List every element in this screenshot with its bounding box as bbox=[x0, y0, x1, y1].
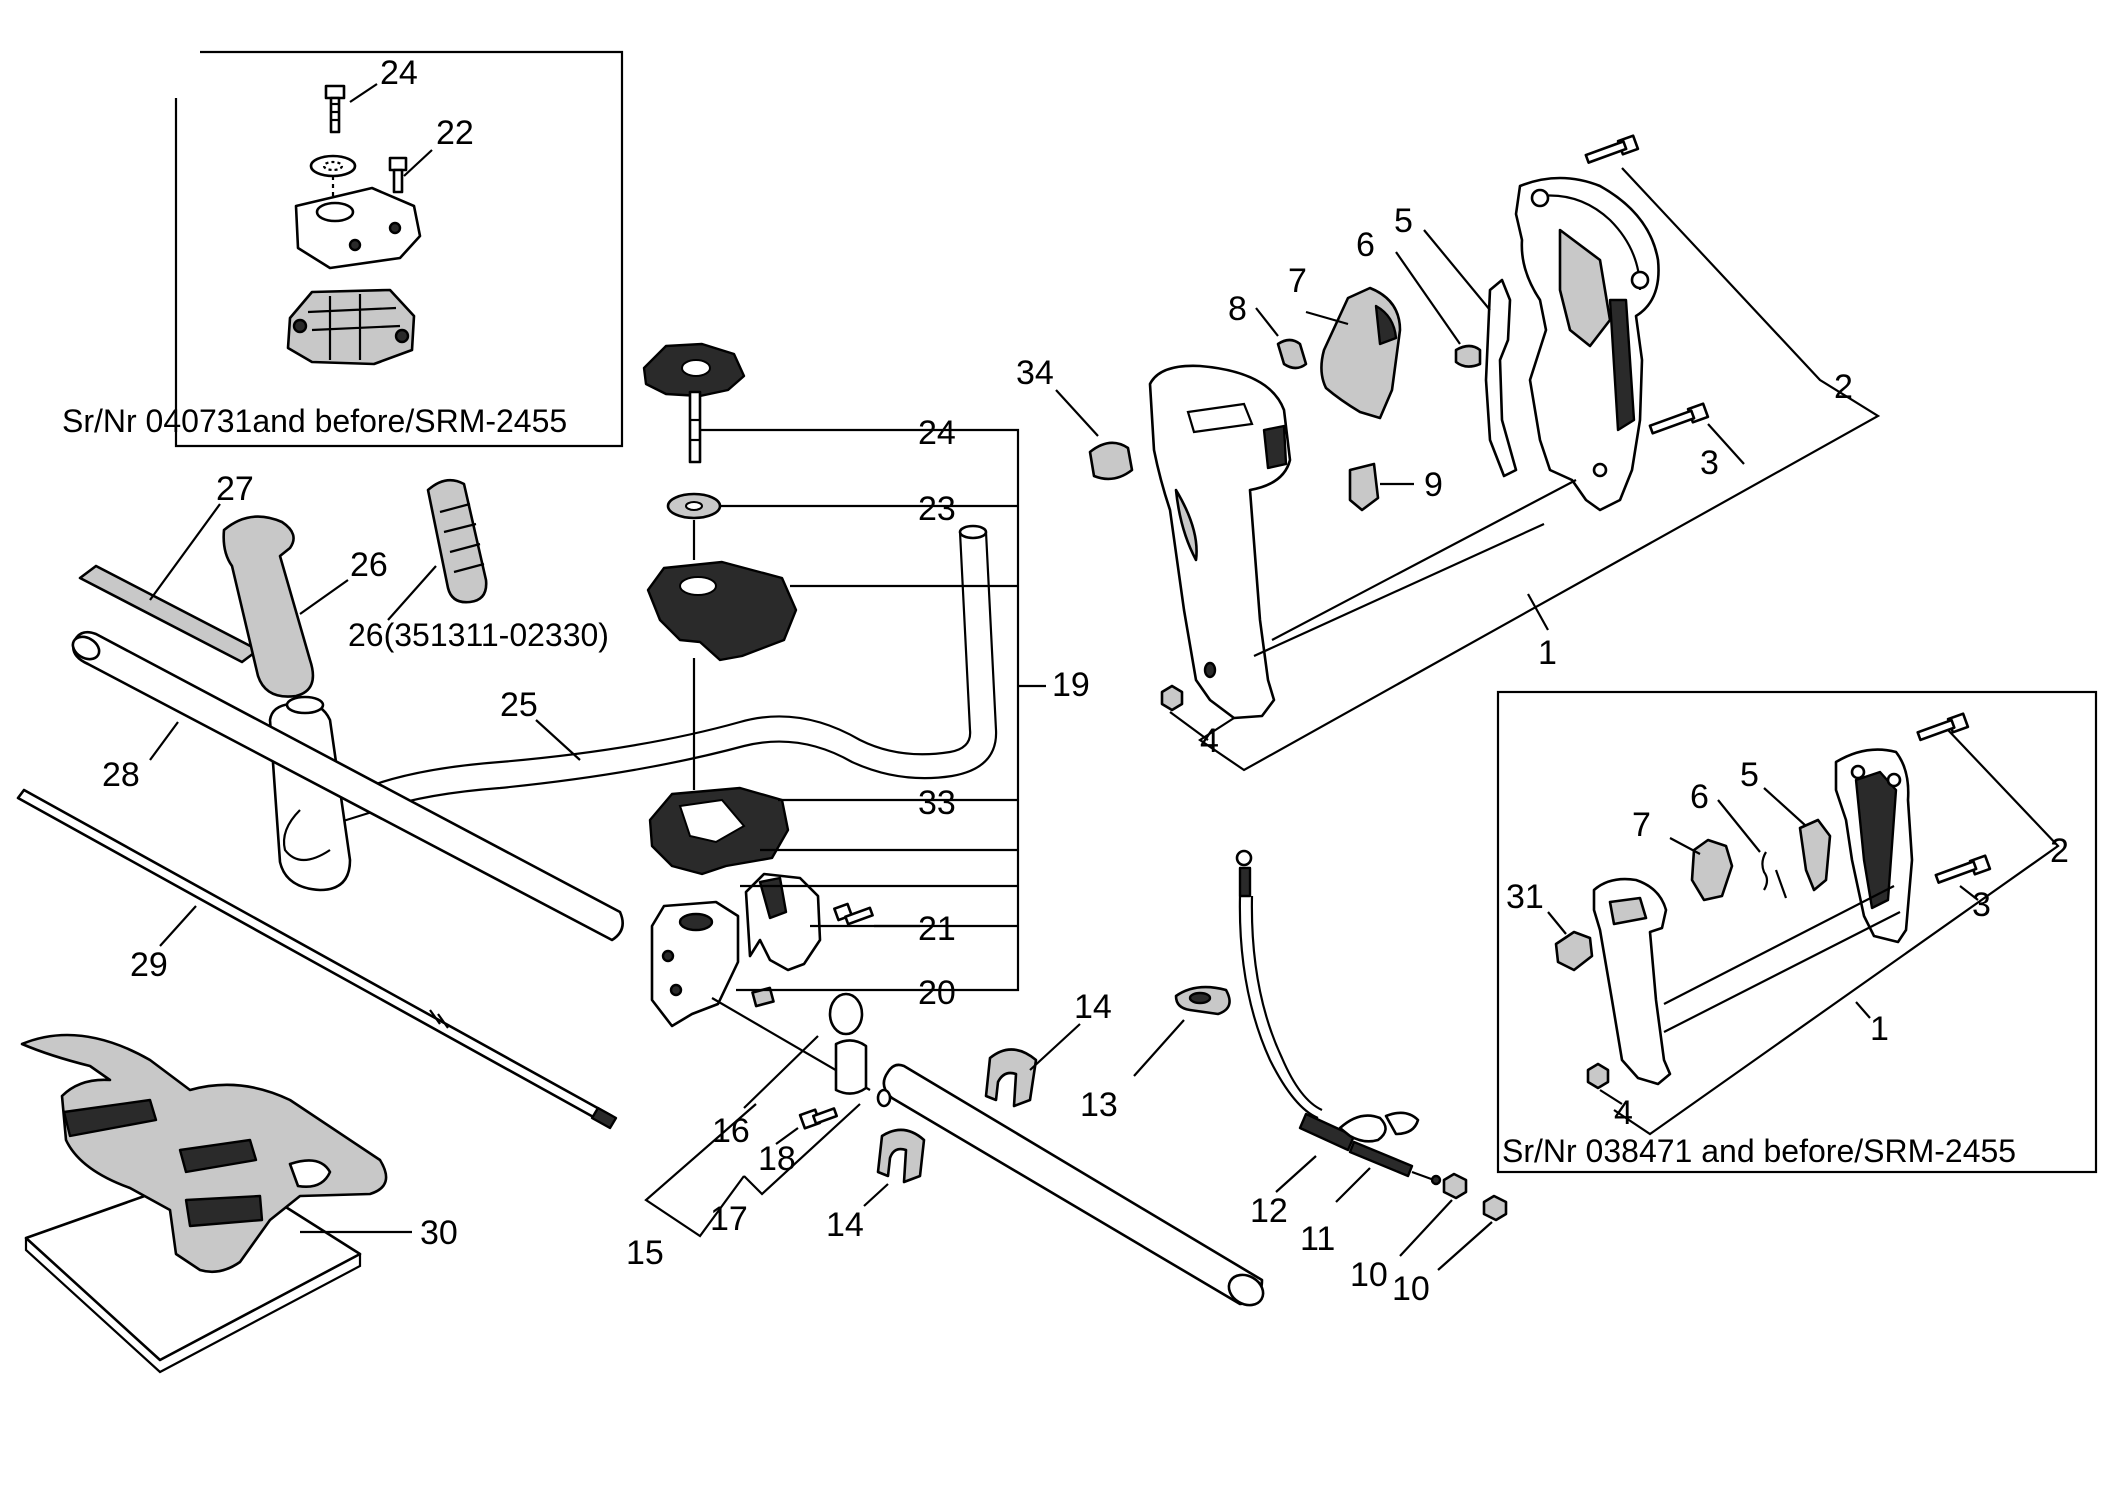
ring-16 bbox=[828, 992, 864, 1036]
callout-23: 23 bbox=[918, 490, 956, 528]
callout-1-inset: 1 bbox=[1870, 1010, 1889, 1048]
callout-17: 17 bbox=[710, 1200, 748, 1238]
inset-bracket bbox=[1613, 729, 2060, 1136]
callout-18: 18 bbox=[758, 1140, 796, 1178]
inset-screw-2 bbox=[1916, 712, 1970, 742]
spring-12 bbox=[1298, 1112, 1356, 1152]
callout-5: 5 bbox=[1394, 202, 1413, 240]
callout-24: 24 bbox=[918, 414, 956, 452]
nut-10-a bbox=[1442, 1172, 1468, 1200]
callout-5-inset: 5 bbox=[1740, 756, 1759, 794]
grip-26 bbox=[222, 515, 315, 698]
callout-19: 19 bbox=[1052, 666, 1090, 704]
trigger-5 bbox=[1484, 278, 1518, 478]
bracket-1-2-4 bbox=[1198, 167, 1881, 772]
lower-parts: 16 18 17 15 14 14 bbox=[626, 988, 1265, 1307]
callout-12: 12 bbox=[1250, 1192, 1288, 1230]
cable-line bbox=[1238, 895, 1319, 1120]
nut-10-b bbox=[1482, 1194, 1508, 1222]
nut-4 bbox=[1160, 684, 1184, 712]
inset-handle-left bbox=[1592, 877, 1672, 1086]
switch-9 bbox=[1348, 462, 1380, 512]
callout-7-inset: 7 bbox=[1632, 806, 1651, 844]
inset-top-left-frame bbox=[174, 50, 624, 448]
callout-9: 9 bbox=[1424, 466, 1443, 504]
shaft-29: 29 bbox=[16, 788, 618, 1130]
callout-14-upper: 14 bbox=[1074, 988, 1112, 1026]
handlebar-tube bbox=[329, 531, 972, 802]
inset-nut-4 bbox=[1586, 1062, 1610, 1090]
callout-10-a: 10 bbox=[1350, 1256, 1388, 1294]
screw-2 bbox=[1584, 134, 1640, 164]
callout-14-lower: 14 bbox=[826, 1206, 864, 1244]
inset-screw-22 bbox=[388, 156, 408, 194]
callout-34: 34 bbox=[1016, 354, 1054, 392]
spring-6 bbox=[1454, 344, 1482, 368]
callout-20: 20 bbox=[918, 974, 956, 1012]
spring-8 bbox=[1276, 338, 1308, 370]
callout-1: 1 bbox=[1538, 634, 1557, 672]
handlebar-assembly: 24 23 19 33 21 20 bbox=[642, 342, 1090, 1028]
callout-15: 15 bbox=[626, 1234, 664, 1272]
callout-24-inset: 24 bbox=[380, 54, 418, 92]
callout-16: 16 bbox=[712, 1112, 750, 1150]
clip-14-lower bbox=[876, 1128, 926, 1184]
lower-tube bbox=[882, 1063, 1264, 1306]
callout-22: 22 bbox=[436, 114, 474, 152]
clamp-cover bbox=[646, 560, 798, 662]
grip-26-alt bbox=[426, 478, 488, 604]
inset-right-frame bbox=[1496, 690, 2098, 1174]
rod-11 bbox=[1348, 1140, 1414, 1178]
callout-27: 27 bbox=[216, 470, 254, 508]
callout-26-alt: 26(351311-02330) bbox=[348, 617, 609, 653]
inset-screw-3 bbox=[1934, 854, 1992, 884]
callout-33: 33 bbox=[918, 784, 956, 822]
inset-trigger-5 bbox=[1798, 818, 1832, 892]
leader-bracket-19 bbox=[700, 428, 1020, 992]
callout-29: 29 bbox=[130, 946, 168, 984]
inset-top-left-caption: Sr/Nr 040731and before/SRM-2455 bbox=[62, 403, 567, 439]
clip-14-upper bbox=[984, 1048, 1038, 1108]
inset-right: 31 4 7 6 5 bbox=[1496, 690, 2098, 1174]
bar-28 bbox=[72, 630, 624, 942]
inset-lever-7 bbox=[1690, 838, 1734, 902]
callout-25: 25 bbox=[500, 686, 538, 724]
cap-34 bbox=[1088, 441, 1134, 481]
callout-4-inset: 4 bbox=[1614, 1094, 1633, 1132]
grip-and-bar: 27 26 26(351311-02330) 28 bbox=[71, 470, 624, 942]
inset-washer bbox=[309, 154, 357, 178]
callout-8: 8 bbox=[1228, 290, 1247, 328]
throttle-cable: 13 12 11 10 10 bbox=[1080, 849, 1508, 1308]
inset-right-caption: Sr/Nr 038471 and before/SRM-2455 bbox=[1502, 1133, 2016, 1169]
callout-6-inset: 6 bbox=[1690, 778, 1709, 816]
harness-30: 30 bbox=[20, 1033, 458, 1374]
inset-bolt-24 bbox=[324, 84, 346, 134]
throttle-handle-assembly: 34 4 8 7 6 5 9 bbox=[1016, 134, 1881, 772]
callout-3-inset: 3 bbox=[1972, 886, 1991, 924]
callout-26: 26 bbox=[350, 546, 388, 584]
lever-7 bbox=[1320, 286, 1402, 420]
callout-30: 30 bbox=[420, 1214, 458, 1252]
callout-13: 13 bbox=[1080, 1086, 1118, 1124]
inset-clamp-plate bbox=[294, 186, 422, 270]
callout-2-inset: 2 bbox=[2050, 832, 2069, 870]
callout-11: 11 bbox=[1300, 1220, 1335, 1258]
callout-7: 7 bbox=[1288, 262, 1307, 300]
handle-left-half bbox=[1148, 364, 1292, 720]
callout-2: 2 bbox=[1834, 368, 1853, 406]
callout-10-b: 10 bbox=[1392, 1270, 1430, 1308]
screw-3 bbox=[1648, 402, 1710, 435]
callout-28: 28 bbox=[102, 756, 140, 794]
inset-top-left: 24 22 Sr/Nr 040731and before/SRM-2455 bbox=[62, 50, 624, 448]
callout-6: 6 bbox=[1356, 226, 1375, 264]
callout-21: 21 bbox=[918, 910, 956, 948]
callout-3: 3 bbox=[1700, 444, 1719, 482]
cap-31 bbox=[1554, 930, 1594, 972]
callout-31: 31 bbox=[1506, 878, 1544, 916]
